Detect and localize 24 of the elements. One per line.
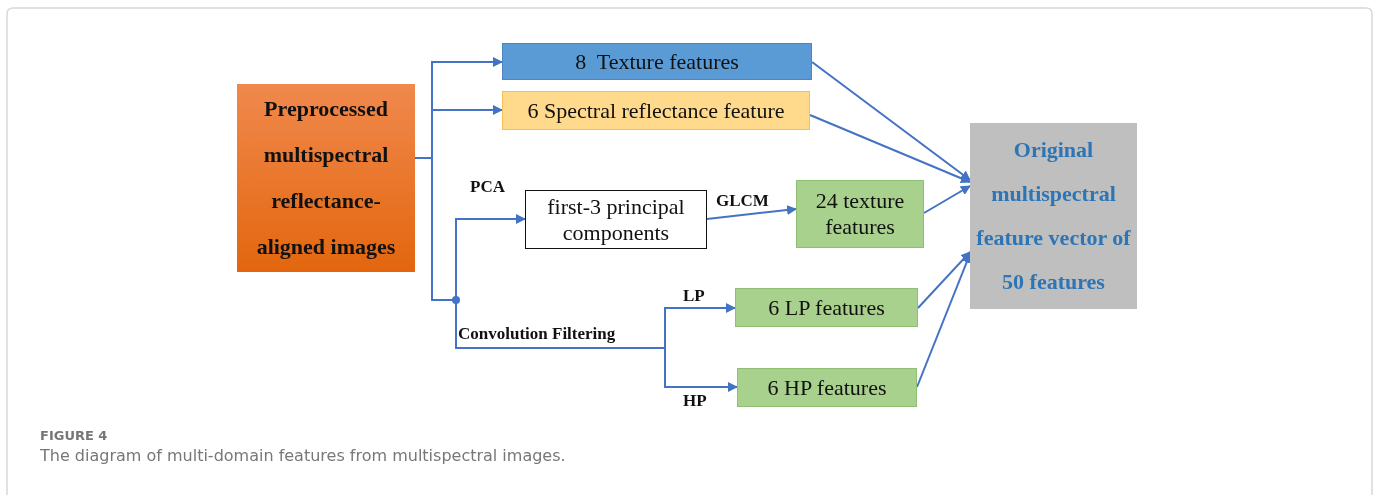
- node-label: first-3 principal components: [546, 193, 686, 246]
- process-box: [525, 190, 707, 249]
- branch-label: Convolution Filtering: [458, 324, 616, 344]
- output-box: [970, 123, 1137, 309]
- figure-caption: The diagram of multi-domain features from multispectral images.: [40, 446, 566, 465]
- node-label: 6 LP features: [767, 294, 886, 321]
- arrow: [923, 185, 971, 214]
- node-label: Original multispectral feature vector of 50 features: [975, 136, 1132, 296]
- node-label: 6 HP features: [766, 374, 888, 401]
- arrow: [917, 251, 971, 309]
- arrow: [706, 205, 797, 220]
- node-label: 24 texture features: [814, 188, 906, 240]
- arrow: [811, 61, 971, 181]
- feature-box: [737, 368, 917, 407]
- feature-box: [502, 43, 812, 80]
- feature-box: [735, 288, 918, 327]
- arrow: [809, 114, 971, 184]
- figure-number: FIGURE 4: [40, 428, 108, 443]
- node-label: 6 Spectral reflectance feature: [526, 97, 786, 124]
- node-label: 8 Texture features: [574, 48, 740, 75]
- feature-box: [796, 180, 924, 248]
- input-box: [237, 84, 415, 272]
- node-label: Preprocessed multispectral reflectance-aligned images: [255, 95, 397, 261]
- feature-box: [502, 91, 810, 130]
